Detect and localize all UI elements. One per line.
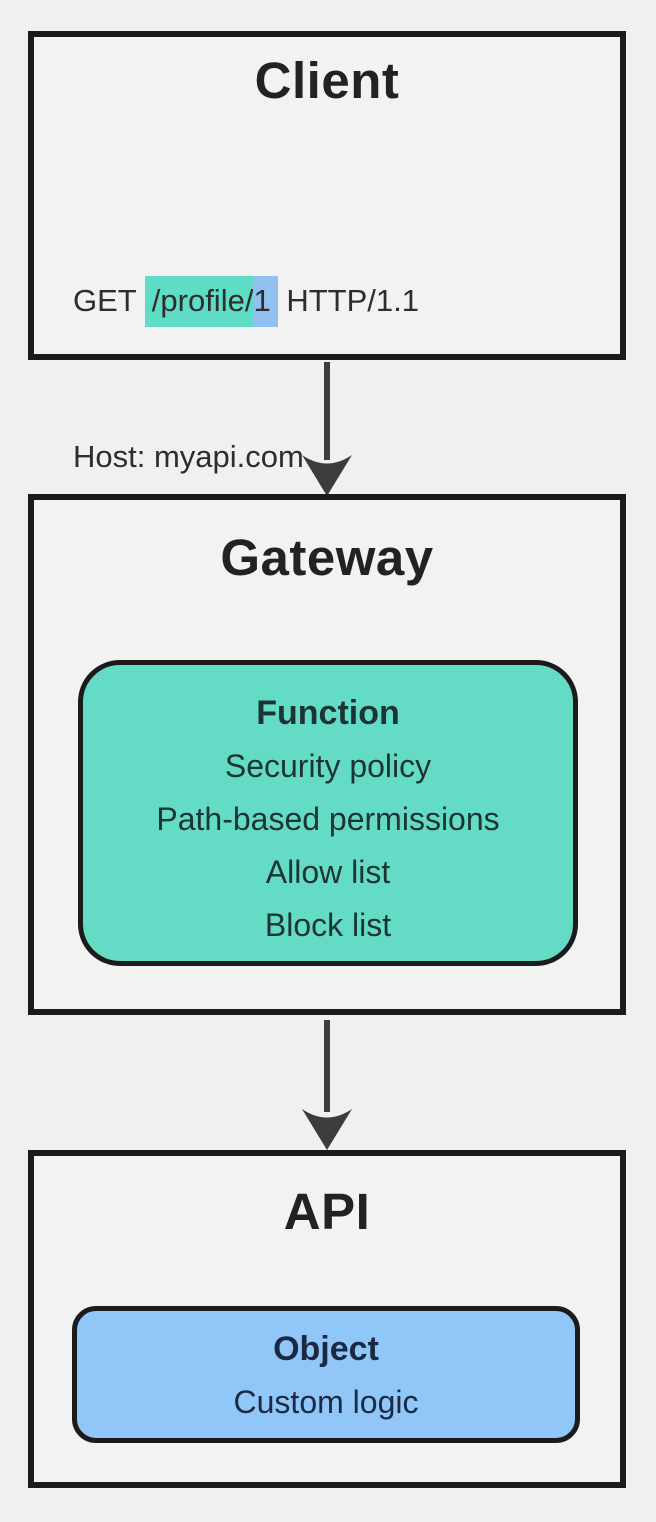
object-item: Custom logic xyxy=(233,1384,419,1420)
function-box-title: Function xyxy=(256,694,400,732)
function-item: Path-based permissions xyxy=(156,801,500,837)
client-node-title: Client xyxy=(254,52,400,109)
request-id-highlight: 1 xyxy=(253,276,278,327)
function-box-list: Security policy Path-based permissions A… xyxy=(83,740,573,952)
object-box: Object Custom logic xyxy=(72,1306,580,1443)
function-item: Security policy xyxy=(224,748,432,784)
api-node: API Object Custom logic xyxy=(28,1150,626,1488)
object-box-list: Custom logic xyxy=(77,1376,575,1429)
arrow-down-icon xyxy=(302,455,352,496)
request-path-highlight: /profile/ xyxy=(144,276,254,327)
arrow-gateway-to-api-shaft xyxy=(324,1020,330,1112)
gateway-node-title: Gateway xyxy=(220,529,434,586)
api-node-title: API xyxy=(283,1183,371,1240)
function-box: Function Security policy Path-based perm… xyxy=(78,660,578,966)
request-method: GET xyxy=(73,283,145,318)
request-host-line: Host: myapi.com xyxy=(73,439,304,474)
client-node: Client GET /profile/1 HTTP/1.1 Host: mya… xyxy=(28,31,626,630)
arrow-down-icon xyxy=(302,1109,352,1150)
function-item: Allow list xyxy=(265,854,391,890)
function-item: Block list xyxy=(264,907,392,943)
arrow-client-to-gateway-shaft xyxy=(324,362,330,460)
request-protocol: HTTP/1.1 xyxy=(277,283,419,318)
request-line-1: GET /profile/1 HTTP/1.1 xyxy=(73,275,423,327)
gateway-node: Gateway Function Security policy Path-ba… xyxy=(28,494,626,1015)
object-box-title: Object xyxy=(273,1330,379,1368)
